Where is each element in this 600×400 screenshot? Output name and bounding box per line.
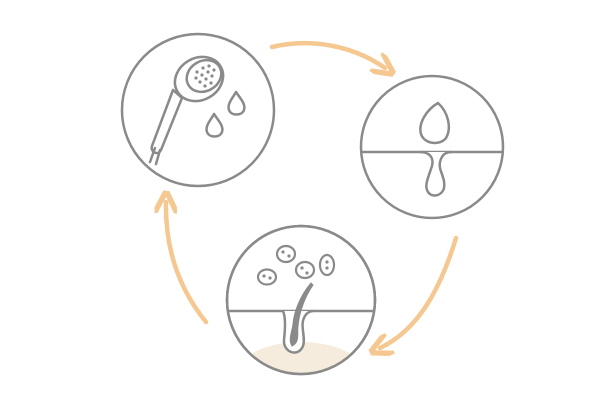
shower-head-icon xyxy=(148,55,225,166)
hair-shaft-icon xyxy=(289,282,314,347)
arrow-wash-to-absorb xyxy=(269,41,385,68)
step-penetrate xyxy=(225,224,377,376)
arrow-absorb-to-penetrate xyxy=(380,235,459,348)
particles-icon xyxy=(256,244,336,286)
droplet-on-skin-icon xyxy=(419,101,453,197)
step-wash xyxy=(120,32,276,188)
step-absorb xyxy=(359,74,505,220)
step-wash-circle xyxy=(120,32,276,188)
water-drops-icon xyxy=(205,90,246,138)
step-absorb-circle xyxy=(359,74,505,220)
dermis-layer xyxy=(239,342,363,374)
hair-follicle-icon xyxy=(281,282,314,354)
arrow-penetrate-to-wash xyxy=(166,202,209,325)
shower-nozzles-icon xyxy=(194,64,216,88)
